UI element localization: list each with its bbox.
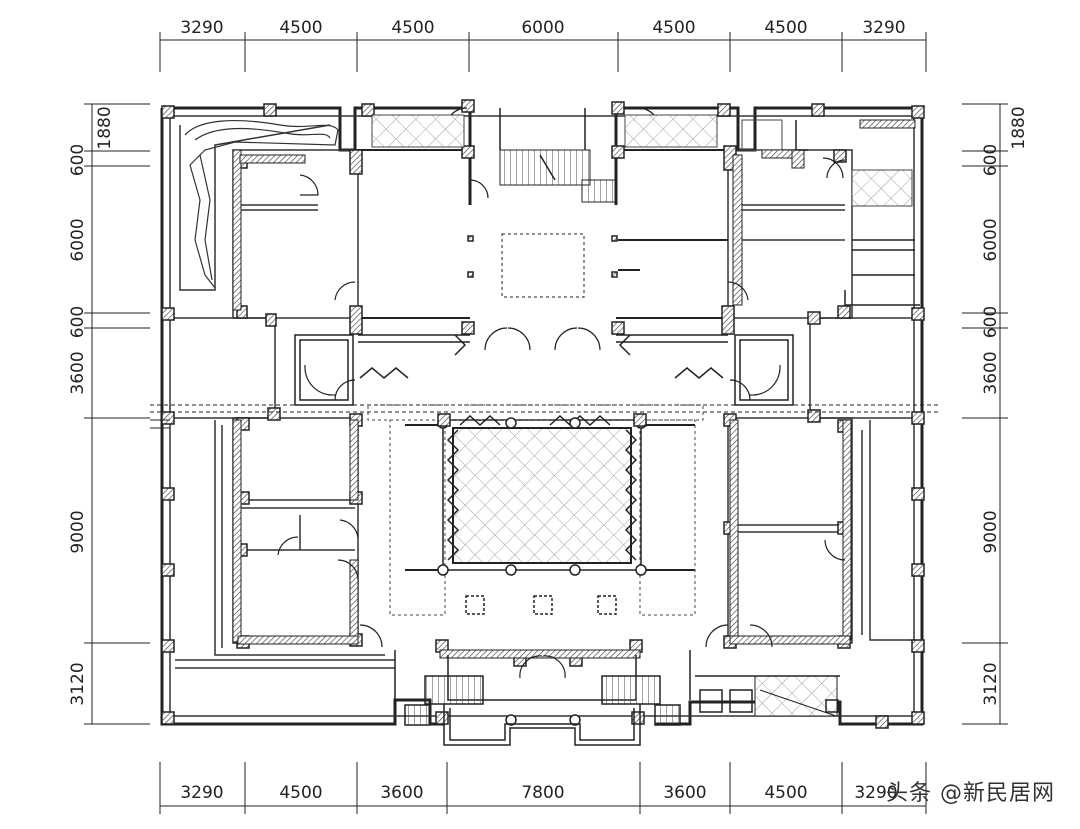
right-dimension-line [962,103,1008,725]
hatched-walls [232,119,916,659]
dim-right-1: 600 [981,144,1001,176]
dim-left-6: 3120 [68,662,88,705]
courtyard [367,404,704,616]
dim-bottom-1: 4500 [279,783,322,803]
right-rooms [795,120,920,306]
dim-left-2: 6000 [68,218,88,261]
dim-bottom-2: 3600 [380,783,423,803]
top-dimension-labels: 3290 4500 4500 6000 4500 4500 3290 [180,18,905,38]
top-terraces [371,108,913,207]
bottom-dimension-labels: 3290 4500 3600 7800 3600 4500 3290 [180,783,897,803]
dim-top-3: 6000 [521,18,564,38]
dim-left-4: 3600 [68,351,88,394]
left-dimension-line [84,103,150,725]
dim-bottom-6: 3290 [854,783,897,803]
dim-right-5: 9000 [981,510,1001,553]
left-dimension-labels: 1880 600 6000 600 3600 9000 3120 [68,106,115,705]
dim-top-5: 4500 [764,18,807,38]
dim-right-2: 6000 [981,218,1001,261]
doors [277,107,846,679]
dim-right-6: 3120 [981,662,1001,705]
dim-top-0: 3290 [180,18,223,38]
top-stairs [499,149,617,203]
entrance-area [394,595,691,746]
dim-top-1: 4500 [279,18,322,38]
dim-top-6: 3290 [862,18,905,38]
dim-bottom-5: 4500 [764,783,807,803]
top-dimension-line [159,32,927,72]
watermark-text: 头条 @新民居网 [886,781,1055,806]
square-pillars [161,99,925,729]
dim-top-4: 4500 [652,18,695,38]
dim-bottom-0: 3290 [180,783,223,803]
dim-right-3: 600 [981,306,1001,338]
dim-bottom-3: 7800 [521,783,564,803]
dim-left-3: 600 [68,306,88,338]
dim-left-0: 1880 [95,106,115,149]
dim-left-1: 600 [68,144,88,176]
dim-left-5: 9000 [68,510,88,553]
dim-bottom-4: 3600 [663,783,706,803]
right-dimension-labels: 1880 600 6000 600 3600 9000 3120 [981,106,1029,705]
bottom-dimension-line [159,762,927,814]
courtyard-railings [359,334,724,561]
dim-right-0: 1880 [1009,106,1029,149]
service-room [695,675,840,717]
dim-top-2: 4500 [391,18,434,38]
dim-right-4: 3600 [981,351,1001,394]
side-corridor [150,334,940,429]
garden-path [184,120,339,289]
